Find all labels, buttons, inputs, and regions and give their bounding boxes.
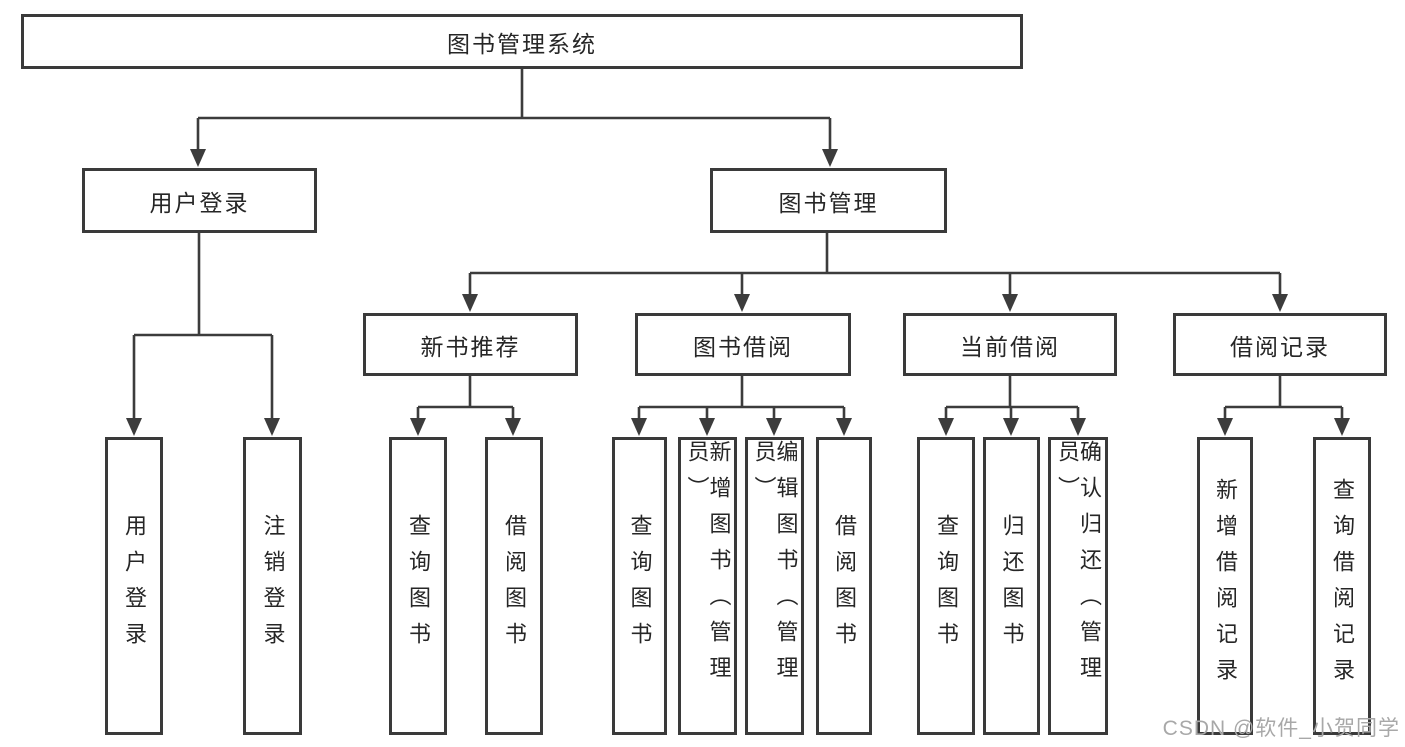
leaf-add-borrow-record: 新增借阅记录 [1197,437,1253,735]
node-current-borrowing: 当前借阅 [903,313,1117,376]
arrowhead [836,418,852,436]
node-label: 查询图书 [934,514,959,658]
node-label: 新增借阅记录 [1213,478,1238,694]
arrowhead [1334,418,1350,436]
node-label: 新书推荐 [420,333,521,360]
node-label: 查询借阅记录 [1330,478,1355,694]
node-label: 图书管理系统 [447,30,597,57]
arrowhead [699,418,715,436]
node-borrowing-records: 借阅记录 [1173,313,1387,376]
arrowhead [734,294,750,312]
arrowhead [462,294,478,312]
leaf-user-login: 用户登录 [105,437,163,735]
node-label: 借阅图书 [832,514,857,658]
node-label: 注销登录 [260,514,286,658]
leaf-query-books-recommend: 查询图书 [389,437,447,735]
node-label: 图书管理 [778,189,879,216]
node-label: 用户登录 [149,189,250,216]
node-label: 借阅图书 [502,514,527,658]
arrowhead [264,418,280,436]
node-label: 查询图书 [406,514,431,658]
leaf-query-books-borrowing: 查询图书 [612,437,667,735]
leaf-query-books-current: 查询图书 [917,437,975,735]
arrowhead [631,418,647,436]
arrowhead [1003,418,1019,436]
leaf-logout: 注销登录 [243,437,302,735]
arrowhead [822,149,838,167]
arrowhead [505,418,521,436]
node-book-borrowing: 图书借阅 [635,313,851,376]
leaf-edit-book-admin: 编辑图书（管理员） [745,437,804,735]
leaf-return-book: 归还图书 [983,437,1040,735]
node-label: 借阅记录 [1230,333,1330,360]
node-label: 图书借阅 [693,333,793,360]
arrowhead [410,418,426,436]
arrowhead [938,418,954,436]
node-label: 查询图书 [627,514,653,658]
node-label: 当前借阅 [960,333,1060,360]
leaf-query-borrow-record: 查询借阅记录 [1313,437,1371,735]
leaf-borrow-books-recommend: 借阅图书 [485,437,543,735]
arrowhead [190,149,206,167]
node-label: 新增图书（管理员） [684,440,732,692]
leaf-borrow-books: 借阅图书 [816,437,872,735]
arrowhead [1272,294,1288,312]
node-label: 确认归还（管理员） [1055,440,1102,692]
node-label: 用户登录 [122,514,147,658]
node-book-management: 图书管理 [710,168,947,233]
node-user-login: 用户登录 [82,168,317,233]
arrowhead [766,418,782,436]
node-library-management-system: 图书管理系统 [21,14,1023,69]
node-label: 编辑图书（管理员） [751,440,799,692]
leaf-add-book-admin: 新增图书（管理员） [678,437,737,735]
arrowhead [1217,418,1233,436]
arrowhead [1002,294,1018,312]
csdn-watermark: CSDN @软件_小贺同学 [1162,717,1400,740]
arrowhead [126,418,142,436]
node-new-book-recommend: 新书推荐 [363,313,578,376]
leaf-confirm-return-admin: 确认归还（管理员） [1048,437,1108,735]
node-label: 归还图书 [999,514,1025,658]
arrowhead [1070,418,1086,436]
